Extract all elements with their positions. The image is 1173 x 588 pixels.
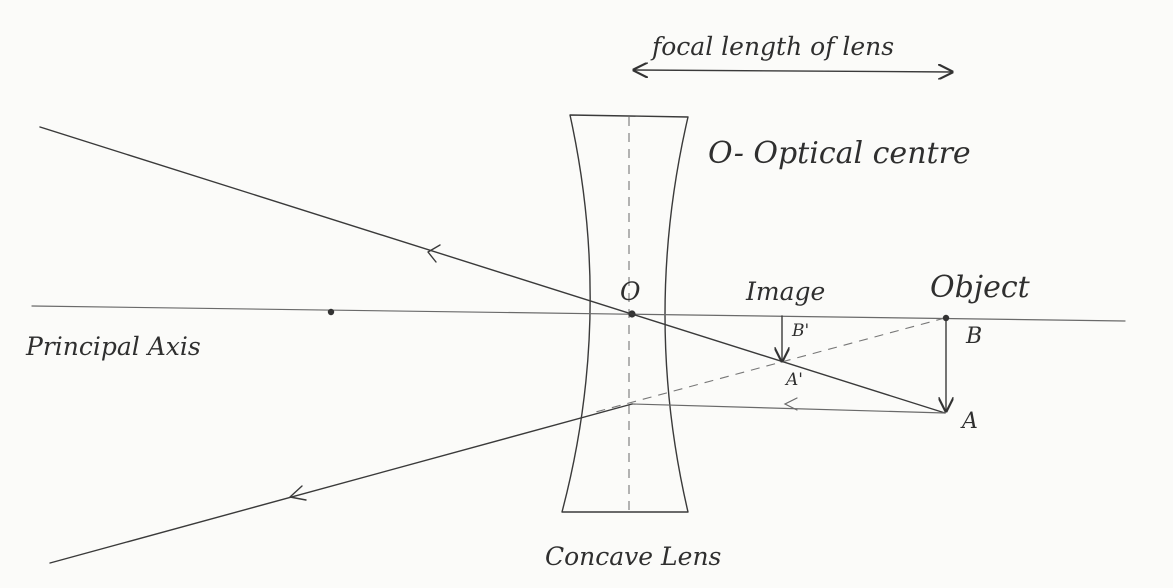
optical-centre-label: O xyxy=(620,277,641,306)
object-base-dot xyxy=(942,314,950,322)
principal-axis-line xyxy=(31,305,1126,322)
image-label: Image xyxy=(745,277,825,306)
virtual-ray-extension xyxy=(591,317,946,414)
object-label: Object xyxy=(930,270,1031,305)
ray-direction-arrow-parallel xyxy=(783,397,798,411)
point-a-prime-label: A' xyxy=(784,370,803,390)
ray-direction-arrow-upper xyxy=(427,244,441,263)
focal-length-label: focal length of lens xyxy=(650,32,894,61)
optical-centre-note: O- Optical centre xyxy=(708,136,971,171)
point-a-label: A xyxy=(960,409,978,434)
point-b-prime-label: B' xyxy=(791,321,809,341)
focal-point-dot xyxy=(327,308,335,316)
concave-lens xyxy=(561,114,689,513)
focal-length-arrow xyxy=(634,70,952,72)
ray-through-centre xyxy=(39,126,946,414)
lens-name-label: Concave Lens xyxy=(545,542,721,571)
point-b-label: B xyxy=(965,324,982,349)
ray-parallel xyxy=(631,403,946,414)
principal-axis-label: Principal Axis xyxy=(25,332,201,361)
ray-diverged xyxy=(49,403,633,564)
ray-direction-arrow-lower xyxy=(289,485,307,501)
